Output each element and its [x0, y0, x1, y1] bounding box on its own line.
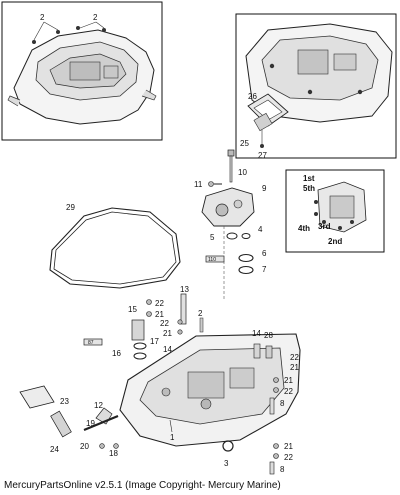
- callout-21e: 21: [290, 363, 299, 372]
- firing-2nd: 2nd: [328, 237, 342, 246]
- firing-3rd: 3rd: [318, 222, 331, 231]
- callout-22b: 22: [160, 319, 169, 328]
- tube-label-87: 87: [88, 340, 94, 346]
- callout-22a: 22: [155, 299, 164, 308]
- callout-5: 5: [210, 233, 215, 242]
- callout-1: 1: [170, 433, 175, 442]
- callout-2a: 2: [40, 13, 45, 22]
- upper-parts: 10 11 9 29 5 4 110 6 7: [49, 149, 267, 300]
- inset-top-left: 2 2: [1, 1, 163, 141]
- callout-21c: 21: [284, 376, 293, 385]
- lower-left-parts: 15 22 21 13 22 21 2 87 17 16 14 23 12 19…: [19, 285, 204, 458]
- callout-20: 20: [80, 442, 89, 451]
- callout-22d: 22: [284, 453, 293, 462]
- firing-1st: 1st: [303, 174, 315, 183]
- callout-28: 28: [264, 331, 273, 340]
- callout-4: 4: [258, 225, 263, 234]
- firing-order-inset: 1st 5th 4th 3rd 2nd: [285, 169, 385, 253]
- callout-18: 18: [109, 449, 118, 458]
- callout-26: 26: [248, 92, 257, 101]
- firing-4th: 4th: [298, 224, 310, 233]
- callout-12: 12: [94, 401, 103, 410]
- callout-9: 9: [262, 184, 267, 193]
- callout-6: 6: [262, 249, 267, 258]
- callout-21b: 21: [163, 329, 172, 338]
- lower-right-parts: 14 28 21 22 8 21 22 3 8 21 22: [222, 329, 299, 475]
- callout-22c: 22: [284, 387, 293, 396]
- callout-8a: 8: [280, 399, 285, 408]
- callout-27: 27: [258, 151, 267, 160]
- callout-10: 10: [238, 168, 247, 177]
- callout-23: 23: [60, 397, 69, 406]
- firing-5th: 5th: [303, 184, 315, 193]
- callout-21a: 21: [155, 310, 164, 319]
- callout-7: 7: [262, 265, 267, 274]
- copyright-footer: MercuryPartsOnline v2.5.1 (Image Copyrig…: [4, 480, 281, 491]
- tube-label-110: 110: [208, 257, 216, 263]
- callout-14a: 14: [163, 345, 172, 354]
- callout-17: 17: [150, 337, 159, 346]
- callout-25: 25: [240, 139, 249, 148]
- callout-19: 19: [86, 419, 95, 428]
- inset-top-right: 26 25 27: [235, 13, 397, 160]
- callout-13: 13: [180, 285, 189, 294]
- callout-2c: 2: [198, 309, 203, 318]
- callout-22e: 22: [290, 353, 299, 362]
- callout-11: 11: [194, 180, 203, 189]
- callout-24: 24: [50, 445, 59, 454]
- callout-16: 16: [112, 349, 121, 358]
- callout-2b: 2: [93, 13, 98, 22]
- main-casting: 1: [119, 333, 301, 447]
- callout-8b: 8: [280, 465, 285, 474]
- callout-29: 29: [66, 203, 75, 212]
- callout-21d: 21: [284, 442, 293, 451]
- callout-15: 15: [128, 305, 137, 314]
- callout-14b: 14: [252, 329, 261, 338]
- callout-3: 3: [224, 459, 229, 468]
